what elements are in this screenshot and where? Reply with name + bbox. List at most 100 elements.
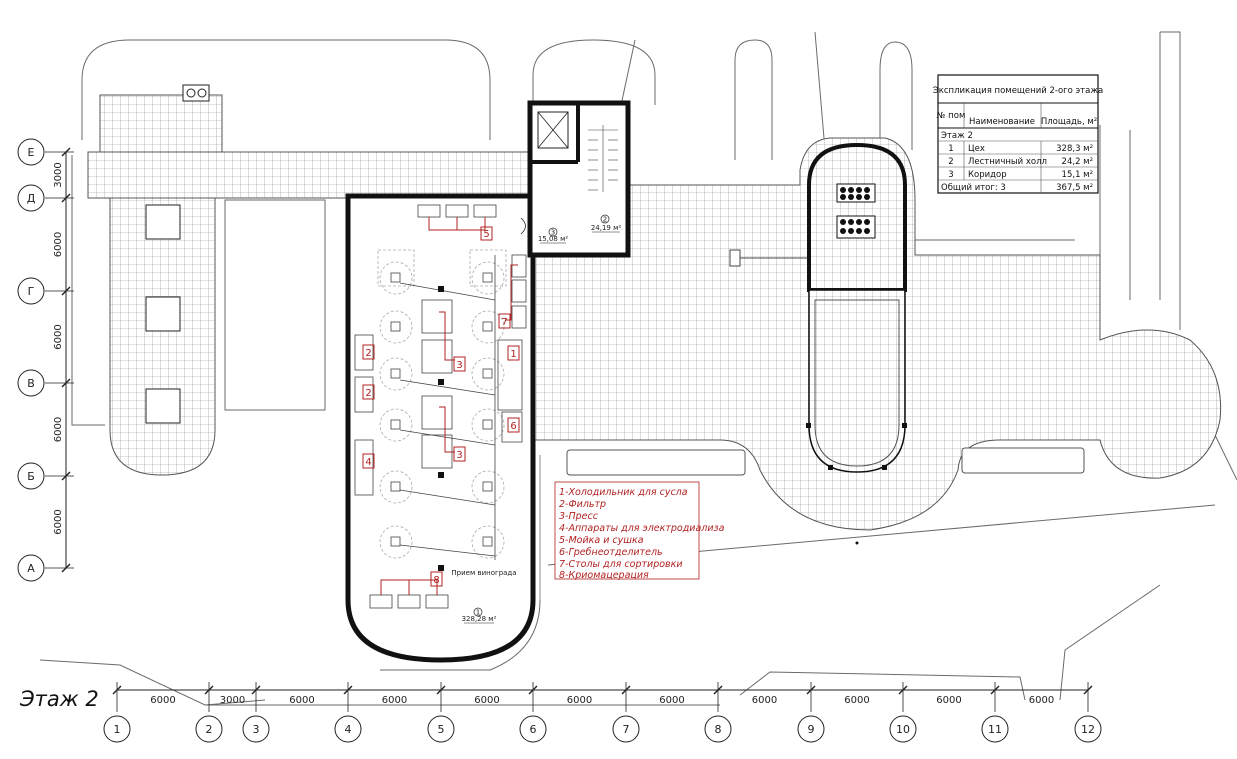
explication-cell: Лестничный холл (968, 157, 1047, 167)
equipment-tag: 3 (456, 450, 462, 461)
row-dimension: 6000 (53, 417, 64, 442)
equipment-tag: 8 (433, 575, 439, 586)
column-tick (251, 685, 261, 695)
explication-header-name: Наименование (969, 117, 1035, 127)
column-axis-label: 9 (808, 723, 815, 736)
row-tick (61, 193, 71, 203)
row-tick (61, 563, 71, 573)
explication-header-num: № пом (937, 111, 966, 121)
row-axis-label: Е (28, 146, 35, 159)
column-axes: 1600023000360004600056000660007600086000… (103, 682, 1102, 743)
column-axis-label: 11 (988, 723, 1002, 736)
reception-label: Прием винограда (451, 569, 516, 577)
legend-item: 7-Столы для сортировки (559, 559, 683, 570)
equipment-tag: 5 (483, 229, 489, 240)
legend-item: 6-Гребнеотделитель (559, 547, 663, 558)
legend-item: 4-Аппараты для электродиализа (559, 523, 725, 534)
column-tick (621, 685, 631, 695)
column-axis-marker (195, 715, 223, 743)
room-tags: 1 328,28 м² 2 24,19 м² 3 15,08 м² (462, 214, 622, 624)
row-axis-label: Г (28, 285, 35, 298)
explication-table: Экспликация помещений 2-ого этажа № пом … (933, 74, 1103, 194)
row-tick (61, 286, 71, 296)
explication-cell: 3 (948, 170, 953, 180)
row-axis-label: А (27, 562, 35, 575)
column-axis-marker (334, 715, 362, 743)
row-tick (61, 147, 71, 157)
row-axis-marker (17, 462, 45, 490)
column-axis-marker (242, 715, 270, 743)
column-dimension: 6000 (289, 695, 314, 706)
hall-equipment: 5 2 2 4 3 3 1 6 7 8 Прием винограда (354, 204, 527, 609)
equipment-tag: 2 (365, 388, 371, 399)
column-tick (436, 685, 446, 695)
column-dimension: 6000 (567, 695, 592, 706)
row-tick (61, 471, 71, 481)
explication-cell: 15,1 м² (1062, 170, 1093, 180)
equipment-tag: 7 (501, 317, 507, 328)
column-dimension: 6000 (150, 695, 175, 706)
equipment-tag: 2 (365, 348, 371, 359)
column-axis-label: 7 (623, 723, 630, 736)
row-dimension: 6000 (53, 232, 64, 257)
explication-total-area: 367,5 м² (1056, 183, 1093, 193)
column-axis-marker (519, 715, 547, 743)
column-axis-label: 10 (896, 723, 910, 736)
column-dimension: 6000 (382, 695, 407, 706)
oval-block (806, 142, 907, 473)
column-dimension: 6000 (474, 695, 499, 706)
row-dimension: 6000 (53, 324, 64, 349)
column-tick (528, 685, 538, 695)
row-axis-label: Б (27, 470, 35, 483)
legend-item: 5-Мойка и сушка (559, 535, 644, 546)
explication-title: Экспликация помещений 2-ого этажа (933, 86, 1103, 96)
equipment-tag: 6 (510, 421, 516, 432)
column-axis-label: 6 (530, 723, 537, 736)
main-hall (345, 193, 541, 663)
equipment-legend: 1-Холодильник для сусла 2-Фильтр 3-Пресс… (554, 481, 725, 581)
room-area: 328,28 м² (462, 615, 497, 623)
explication-group: Этаж 2 (941, 131, 973, 141)
row-tick (61, 378, 71, 388)
column-tick (713, 685, 723, 695)
column-axis-marker (981, 715, 1009, 743)
legend-item: 1-Холодильник для сусла (559, 487, 688, 498)
left-terrace (87, 84, 529, 476)
column-axis-marker (427, 715, 455, 743)
room-number: 2 (603, 216, 607, 224)
column-dimension: 6000 (752, 695, 777, 706)
legend-item: 3-Пресс (559, 511, 599, 522)
column-tick (898, 685, 908, 695)
column-tick (204, 685, 214, 695)
row-axis-marker (17, 184, 45, 212)
row-axis-marker (17, 369, 45, 397)
legend-item: 8-Криомацерация (559, 570, 649, 581)
column-dimension: 6000 (936, 695, 961, 706)
row-axis-label: Д (27, 192, 36, 205)
room-area: 24,19 м² (591, 224, 622, 232)
equipment-tag: 1 (510, 349, 516, 360)
column-tick (990, 685, 1000, 695)
row-axis-label: В (27, 377, 35, 390)
row-dimension: 6000 (53, 509, 64, 534)
explication-cell: 2 (948, 157, 953, 167)
equipment-tag: 3 (456, 360, 462, 371)
column-tick (343, 685, 353, 695)
column-axis-label: 5 (438, 723, 445, 736)
column-axis-marker (1074, 715, 1102, 743)
explication-cell: 328,3 м² (1056, 144, 1093, 154)
column-tick (806, 685, 816, 695)
explication-header-area: Площадь, м² (1041, 117, 1097, 127)
column-axis-label: 2 (206, 723, 213, 736)
column-tick (1083, 685, 1093, 695)
column-dimension: 6000 (1029, 695, 1054, 706)
row-dimension: 3000 (53, 162, 64, 187)
column-axis-marker (889, 715, 917, 743)
equipment-tag: 4 (365, 457, 371, 468)
floor-title: Этаж 2 (19, 687, 99, 711)
explication-cell: 24,2 м² (1062, 157, 1093, 167)
column-dimension: 6000 (844, 695, 869, 706)
row-axis-marker (17, 554, 45, 582)
